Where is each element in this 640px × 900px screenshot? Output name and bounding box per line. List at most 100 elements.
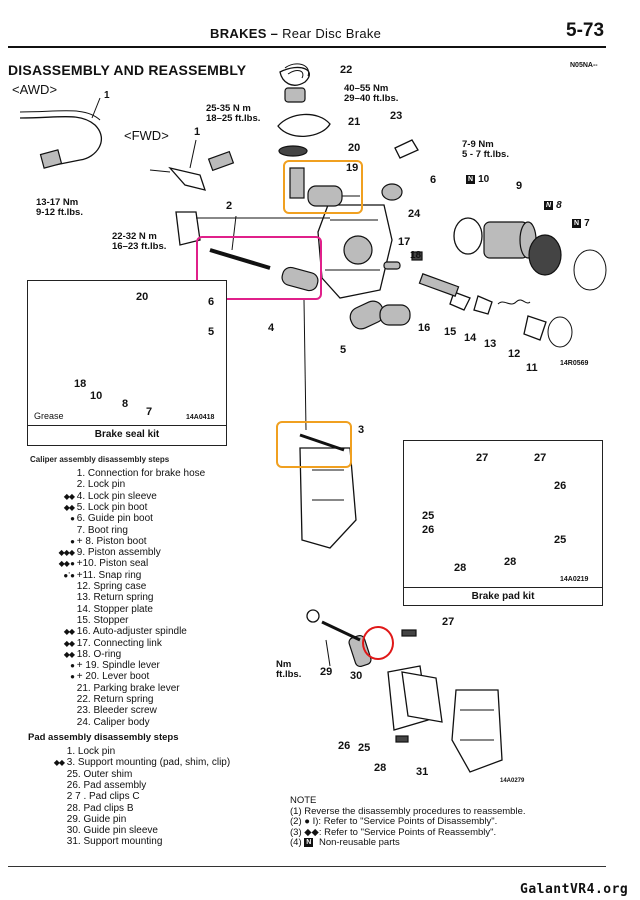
step-text: 1. Lock pin [64, 746, 116, 757]
fwd-hose-fitting [168, 166, 206, 191]
brake-seal-kit-panel [27, 280, 227, 446]
step-item: 13. Return spring [36, 592, 154, 603]
highlight-spindle-lever [283, 160, 363, 214]
header-section: BRAKES – [210, 26, 279, 41]
step-item: 2 7 . Pad clips C [26, 791, 140, 802]
step-item: ◆◆ 17. Connecting link [36, 638, 162, 649]
awd-brake-hose [19, 115, 102, 166]
page-number: 5-73 [566, 20, 605, 41]
note-heading: NOTE [290, 795, 317, 806]
step-text: +11. Snap ring [74, 569, 142, 581]
step-mark: ● [70, 536, 75, 546]
non-reusable-icon: N [572, 218, 582, 228]
torque-guide-pin: Nm ft.lbs. [276, 659, 302, 680]
piston-seal-ring [453, 217, 483, 255]
step-text: 5. Lock pin boot [74, 501, 148, 513]
snap-ring-11 [547, 316, 573, 348]
torque-bleeder: 7-9 Nm 5 - 7 ft.lbs. [462, 139, 509, 160]
step-item: ● + 20. Lever boot [36, 671, 149, 682]
step-text: 25. Outer shim [64, 768, 133, 780]
step-text: + 20. Lever boot [74, 671, 150, 683]
step-item: ● ' ● +11. Snap ring [36, 570, 141, 581]
footer-rule [8, 866, 606, 867]
step-text: 2. Lock pin [74, 479, 126, 491]
callout-13: 13 [484, 338, 497, 350]
highlight-guide-pin-sleeve [362, 626, 394, 660]
callout-19: 19 [346, 162, 359, 174]
site-watermark: GalantVR4.org [520, 882, 629, 897]
step-item: 28. Pad clips B [26, 802, 134, 814]
snap-ring-shape [573, 249, 607, 291]
step-item: 31. Support mounting [26, 836, 163, 848]
pad-callout-27a: 27 [476, 452, 489, 464]
callout-14: 14 [464, 332, 477, 344]
pad-callout-27b: 27 [534, 452, 547, 464]
step-text: 2 7 . Pad clips C [64, 791, 140, 803]
page-title: DISASSEMBLY AND REASSEMBLY [8, 62, 247, 78]
torque-awd-hose: 13-17 Nm 9-12 ft.lbs. [36, 197, 83, 218]
callout-26c: 26 [338, 740, 351, 752]
step-text: 28. Pad clips B [64, 802, 134, 814]
lock-pin-sleeve [281, 266, 319, 292]
highlight-lock-pin [196, 236, 322, 300]
caliper-steps-heading: Caliper assembly disassembly steps [30, 455, 170, 464]
seal-callout-20: 20 [136, 291, 149, 303]
spring-case-12 [523, 315, 547, 341]
header-title: BRAKES – Rear Disc Brake [210, 26, 381, 41]
step-text: 12. Spring case [74, 581, 147, 592]
step-text: 13. Return spring [74, 592, 154, 604]
highlight-caliper-lock-pin [276, 421, 352, 468]
non-reusable-icon: N [466, 174, 476, 184]
step-item: 2. Lock pin [36, 479, 125, 490]
step-text: 29. Guide pin [64, 813, 127, 825]
guide-pin-boot-6 [379, 304, 411, 326]
step-text: 9. Piston assembly [74, 547, 161, 559]
pad-callout-25a: 25 [422, 510, 435, 522]
step-mark: ◆◆ [63, 627, 75, 637]
fwd-bolt [207, 150, 235, 172]
seal-callout-5: 5 [208, 326, 215, 338]
pad-steps-heading: Pad assembly disassembly steps [28, 732, 179, 743]
step-mark: ◆◆◆ [58, 548, 75, 558]
grease-label: Grease [34, 411, 64, 421]
step-mark: ● ' ● [63, 570, 75, 580]
callout-27c: 27 [442, 616, 455, 628]
spindle-lever-19 [289, 167, 305, 199]
step-item: 12. Spring case [36, 581, 147, 592]
callout-23: 23 [390, 110, 403, 122]
pad-kit-caption: Brake pad kit [471, 591, 535, 602]
callout-17: 17 [398, 236, 411, 248]
header-subsection: Rear Disc Brake [282, 26, 382, 41]
callout-3: 3 [358, 424, 365, 436]
step-text: + 8. Piston boot [74, 535, 147, 547]
pad-callout-26b: 26 [422, 524, 435, 536]
step-item: 23. Bleeder screw [36, 705, 157, 716]
step-item: 15. Stopper [36, 615, 129, 626]
step-mark: ◆◆ [63, 502, 75, 512]
callout-31: 31 [416, 766, 429, 778]
callout-20: 20 [348, 142, 361, 154]
header-rule [8, 46, 606, 48]
step-item: ◆◆ ● +10. Piston seal [36, 558, 149, 569]
stopper-plate-14 [473, 295, 493, 315]
note-line-4: (4) N Non-reusable parts [290, 837, 400, 849]
note-line-1: (1) Reverse the disassembly procedures t… [290, 805, 526, 817]
step-mark: ● [70, 661, 75, 671]
step-text: 23. Bleeder screw [74, 705, 157, 717]
step-item: 7. Boot ring [36, 525, 128, 536]
support-mounting-shape [451, 689, 503, 773]
step-text: 31. Support mounting [64, 836, 163, 848]
figure-code-support: 14A0279 [500, 778, 525, 784]
step-mark: ◆◆ [63, 491, 75, 501]
torque-lock-pin: 22-32 N m 16–23 ft.lbs. [112, 231, 167, 252]
step-text: 16. Auto-adjuster spindle [74, 626, 187, 638]
callout-29: 29 [320, 666, 333, 678]
section-code: N05NA-- [570, 62, 598, 69]
step-item: ● + 8. Piston boot [36, 535, 147, 547]
caliper-steps-list: 1. Connection for brake hose 2. Lock pin… [36, 468, 286, 734]
step-text: 7. Boot ring [74, 524, 128, 536]
note-line-2: (2) ● I): Refer to "Service Points of Di… [290, 816, 498, 828]
step-mark: ◆◆ [63, 638, 75, 648]
step-text: 18. O-ring [74, 648, 122, 660]
